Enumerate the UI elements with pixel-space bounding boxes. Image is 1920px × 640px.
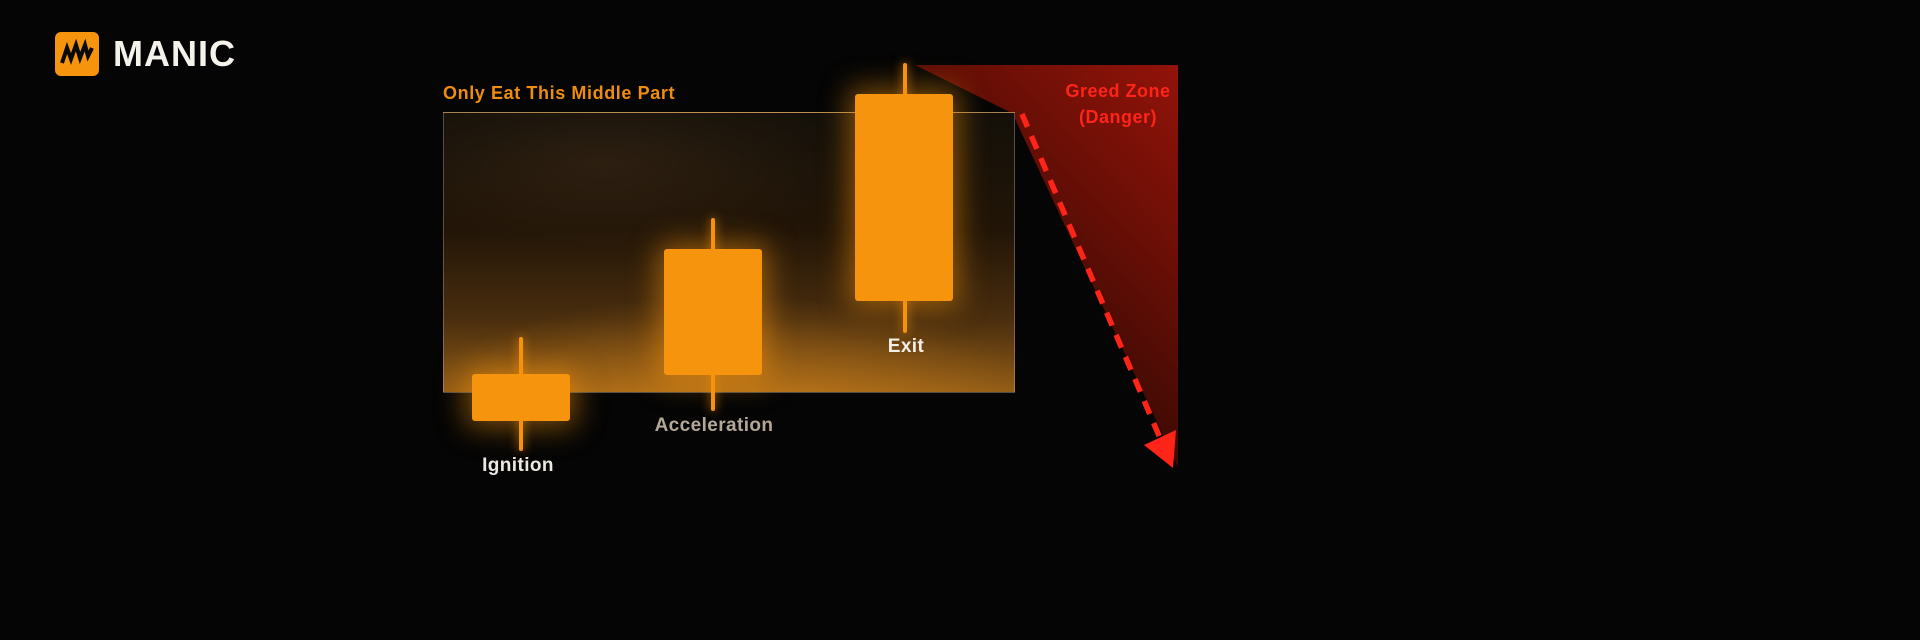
candle-body-ignition <box>472 374 570 421</box>
brand-name: MANIC <box>113 33 236 74</box>
candle-label-acceleration: Acceleration <box>654 415 774 436</box>
brand-logo: MANIC <box>55 32 236 76</box>
candle-body-acceleration <box>664 249 762 375</box>
candle-label-ignition: Ignition <box>482 455 554 476</box>
waveform-icon <box>55 32 99 76</box>
candle-label-exit: Exit <box>887 336 925 357</box>
greed-zone-subtitle: (Danger) <box>1078 107 1157 127</box>
greed-zone-label: Greed Zone (Danger) <box>1038 78 1198 130</box>
danger-arrow-icon <box>1019 112 1176 468</box>
greed-zone-title: Greed Zone <box>1065 81 1171 101</box>
candle-body-exit <box>855 94 953 301</box>
chart-title: Only Eat This Middle Part <box>443 83 676 103</box>
